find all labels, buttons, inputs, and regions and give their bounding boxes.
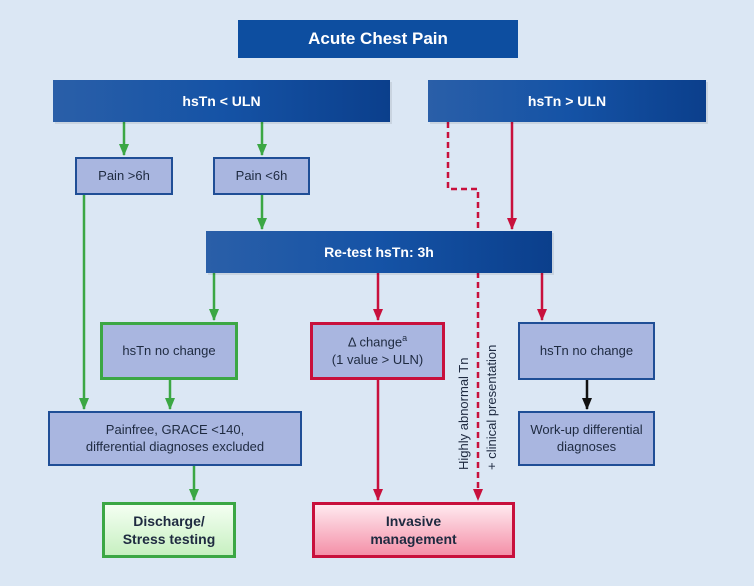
retest-label: Re-test hsTn: 3h — [324, 243, 434, 260]
nochange-left-label: hsTn no change — [122, 342, 216, 358]
arrow-high-dashed-to-invasive — [446, 122, 483, 501]
clinical-presentation-label: + clinical presentation — [484, 344, 499, 470]
workup-text: Work-up differential diagnoses — [530, 422, 642, 456]
nochange-right-box: hsTn no change — [518, 322, 655, 380]
nochange-right-label: hsTn no change — [539, 342, 634, 358]
delta-change-line1: Δ changea — [347, 333, 408, 350]
invasive-text: Invasive management — [370, 512, 456, 548]
discharge-line1: Discharge/ — [133, 512, 205, 529]
painfree-text: Painfree, GRACE <140, differential diagn… — [86, 422, 264, 456]
title-box: Acute Chest Pain — [238, 20, 518, 58]
page-title: Acute Chest Pain — [308, 28, 448, 48]
pain-lt6-label: Pain <6h — [235, 167, 288, 183]
discharge-box: Discharge/ Stress testing — [102, 502, 236, 558]
hstn-below-uln-box: hsTn < ULN — [53, 80, 390, 122]
invasive-box: Invasive management — [312, 502, 515, 558]
nochange-left-box: hsTn no change — [100, 322, 238, 380]
hstn-above-uln-box: hsTn > ULN — [428, 80, 706, 122]
invasive-line1: Invasive — [385, 512, 442, 529]
delta-change-line2: (1 value > ULN) — [331, 351, 424, 367]
workup-line2: diagnoses — [556, 438, 617, 454]
invasive-line2: management — [370, 531, 457, 547]
pain-gt6-label: Pain >6h — [98, 167, 150, 183]
pain-gt6-box: Pain >6h — [75, 157, 173, 195]
discharge-text: Discharge/ Stress testing — [123, 512, 216, 548]
painfree-line2: differential diagnoses excluded — [85, 438, 265, 454]
painfree-box: Painfree, GRACE <140, differential diagn… — [48, 411, 302, 466]
delta-change-text: Δ changea (1 value > ULN) — [332, 333, 423, 368]
pain-lt6-box: Pain <6h — [213, 157, 310, 195]
workup-box: Work-up differential diagnoses — [518, 411, 655, 466]
discharge-line2: Stress testing — [122, 531, 216, 547]
delta-change-footnote: a — [402, 333, 408, 344]
delta-change-box: Δ changea (1 value > ULN) — [310, 322, 445, 380]
hstn-below-uln-label: hsTn < ULN — [182, 92, 261, 109]
hstn-above-uln-label: hsTn > ULN — [527, 92, 607, 109]
workup-line1: Work-up differential — [530, 421, 643, 437]
retest-box: Re-test hsTn: 3h — [206, 231, 552, 273]
highly-abnormal-label: Highly abnormal Tn — [456, 357, 471, 470]
painfree-line1: Painfree, GRACE <140, — [105, 421, 245, 437]
